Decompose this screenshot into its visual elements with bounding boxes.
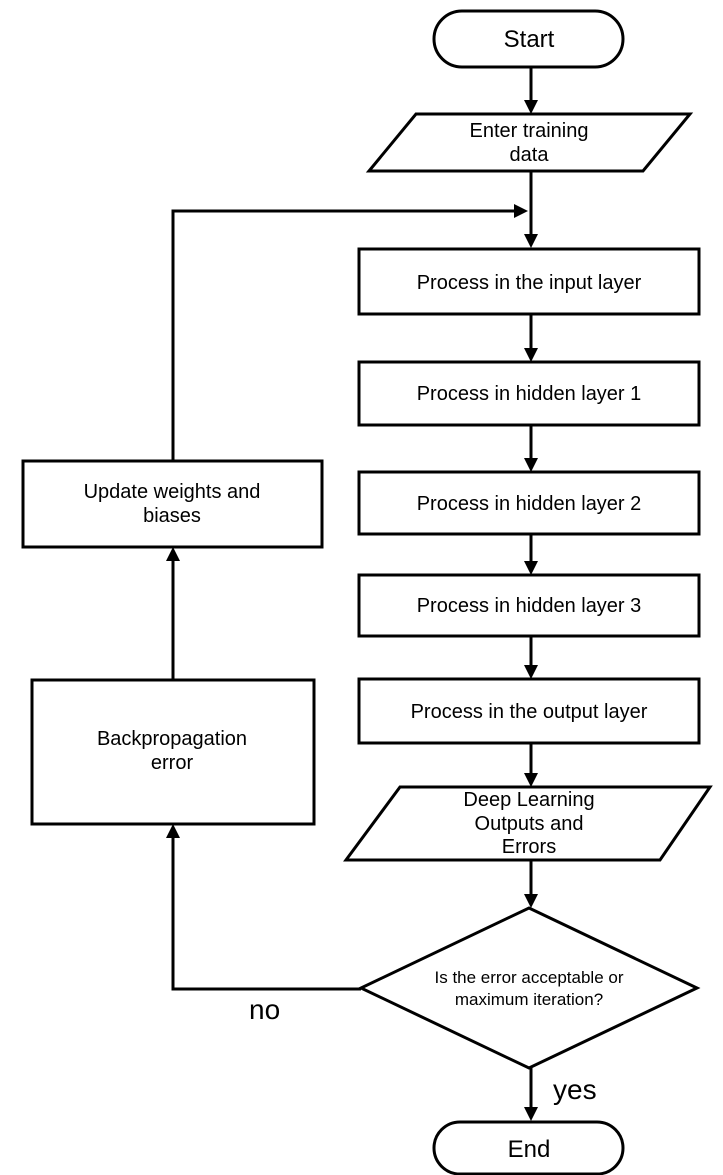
arrowhead-icon <box>524 348 538 362</box>
arrowhead-icon <box>524 458 538 472</box>
update-label-line2: biases <box>143 505 201 527</box>
arrowhead-icon <box>514 204 528 218</box>
enter-data-label-line1: Enter training <box>470 120 589 142</box>
decision-label-line1: Is the error acceptable or <box>435 968 624 987</box>
end-terminator: End <box>432 1120 625 1175</box>
outputs-label-line3: Errors <box>502 836 556 858</box>
decision-diamond: Is the error acceptable or maximum itera… <box>357 906 701 1070</box>
backprop-process: Backpropagation error <box>30 678 316 826</box>
input-layer-label: Process in the input layer <box>417 272 642 294</box>
arrowhead-icon <box>524 1107 538 1121</box>
hidden-layer-3-label: Process in hidden layer 3 <box>417 595 642 617</box>
end-label: End <box>508 1136 551 1163</box>
arrowhead-icon <box>524 234 538 248</box>
hidden-layer-2-label: Process in hidden layer 2 <box>417 493 642 515</box>
input-layer-process: Process in the input layer <box>357 247 701 316</box>
enter-data-label-line2: data <box>510 144 550 166</box>
branch-label-no: no <box>249 994 280 1025</box>
arrowhead-icon <box>524 561 538 575</box>
backprop-label-line1: Backpropagation <box>97 728 247 750</box>
arrowhead-icon <box>166 824 180 838</box>
hidden-layer-1-label: Process in hidden layer 1 <box>417 383 642 405</box>
outputs-label-line1: Deep Learning <box>463 789 594 811</box>
hidden-layer-2-process: Process in hidden layer 2 <box>357 470 701 536</box>
branch-label-yes: yes <box>553 1074 597 1105</box>
start-terminator: Start <box>432 9 625 69</box>
start-label: Start <box>504 26 555 53</box>
arrowhead-icon <box>524 665 538 679</box>
backprop-label-line2: error <box>151 752 194 774</box>
arrow-update-loop-back <box>171 209 518 461</box>
decision-label-line2: maximum iteration? <box>455 990 603 1009</box>
update-label-line1: Update weights and <box>84 481 261 503</box>
hidden-layer-1-process: Process in hidden layer 1 <box>357 360 701 427</box>
outputs-io: Deep Learning Outputs and Errors <box>343 785 713 862</box>
outputs-label-line2: Outputs and <box>475 813 584 835</box>
arrowhead-icon <box>166 547 180 561</box>
enter-data-io: Enter training data <box>365 112 694 173</box>
output-layer-process: Process in the output layer <box>357 677 701 745</box>
arrowhead-icon <box>524 773 538 787</box>
hidden-layer-3-process: Process in hidden layer 3 <box>357 573 701 638</box>
connectors <box>166 67 538 1121</box>
arrowhead-icon <box>524 100 538 114</box>
arrowhead-icon <box>524 894 538 908</box>
arrow-decision-to-backprop <box>171 834 361 991</box>
update-process: Update weights and biases <box>21 459 324 549</box>
output-layer-label: Process in the output layer <box>411 701 648 723</box>
